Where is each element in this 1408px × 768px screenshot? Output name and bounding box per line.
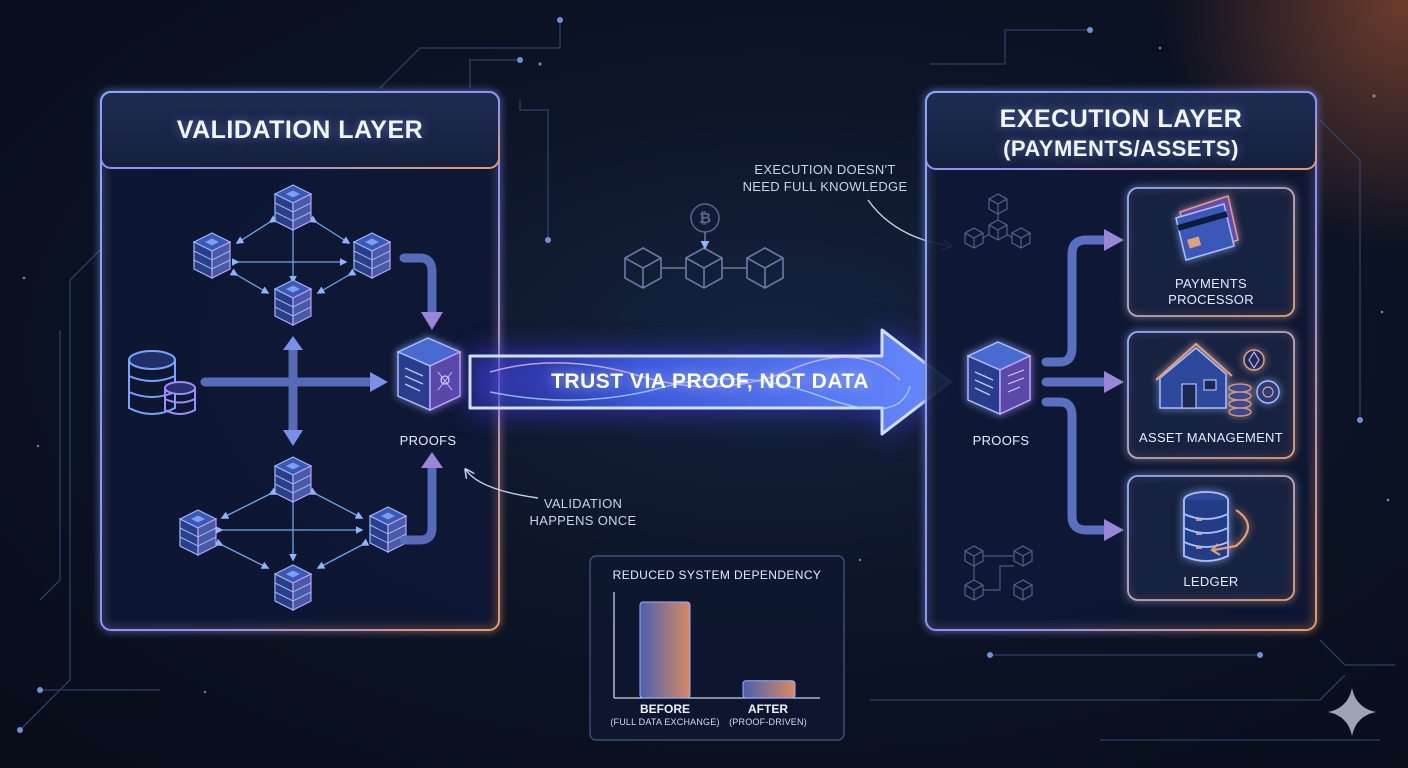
execution-layer-title-line2: (PAYMENTS/ASSETS) [1003,136,1239,161]
block-network-icon [964,193,1033,601]
validation-layer-panel [100,91,500,631]
chart-category-after: AFTER (PROOF-DRIVEN) [718,703,818,729]
execution-layer-title: EXECUTION LAYER (PAYMENTS/ASSETS) [926,104,1316,164]
circuit-traces [19,20,1395,741]
server-icon [193,232,231,279]
validation-layer-title: VALIDATION LAYER [176,116,424,144]
credit-card-icon [1175,195,1239,261]
ledger-database-icon [1183,491,1250,562]
proofs-cube-icon [396,337,462,412]
central-arrow-label: TRUST VIA PROOF, NOT DATA [551,370,869,393]
execution-layer-title-line1: EXECUTION LAYER [999,105,1243,133]
payments-processor-label: PAYMENTS PROCESSOR [1128,276,1294,308]
house-coins-icon [1155,342,1280,417]
server-icon [353,232,391,279]
database-icon [128,350,196,415]
validation-flow-arrows [200,253,437,545]
bar-after [742,680,796,699]
payments-label-line2: PROCESSOR [1168,292,1254,307]
server-cluster-top [193,184,391,326]
central-arrow [468,324,955,440]
dependency-chart [589,555,845,741]
chart-title: REDUCED SYSTEM DEPENDENCY [612,568,822,582]
execution-note: EXECUTION DOESN'T NEED FULL KNOWLEDGE [742,162,908,194]
bar-before [639,601,691,699]
blockchain-blocks: ₿ [624,203,784,289]
validation-proofs-label: PROOFS [399,433,457,448]
note-pointer-arrow [466,470,539,499]
server-icon [369,506,407,553]
tick-label-after: AFTER [748,702,788,716]
sparkle-icon [1328,688,1376,736]
tick-sublabel-before: (FULL DATA EXCHANGE) [610,717,720,727]
server-icon [274,456,312,503]
server-icon [274,564,312,611]
tick-sublabel-after: (PROOF-DRIVEN) [729,717,807,727]
execution-flow-arrows [1041,235,1109,535]
execution-proofs-label: PROOFS [972,433,1030,448]
ledger-label: LEDGER [1183,574,1239,589]
chart-category-before: BEFORE (FULL DATA EXCHANGE) [600,703,730,729]
svg-text:₿: ₿ [699,210,711,227]
server-icon [274,279,312,326]
asset-management-label: ASSET MANAGEMENT [1139,430,1283,445]
proofs-cube-icon [966,341,1032,416]
server-icon [274,184,312,231]
validation-note: VALIDATION HAPPENS ONCE [529,496,637,528]
server-icon [179,509,217,556]
payments-label-line1: PAYMENTS [1175,276,1247,291]
tick-label-before: BEFORE [639,702,690,716]
server-cluster-bottom [179,456,407,611]
